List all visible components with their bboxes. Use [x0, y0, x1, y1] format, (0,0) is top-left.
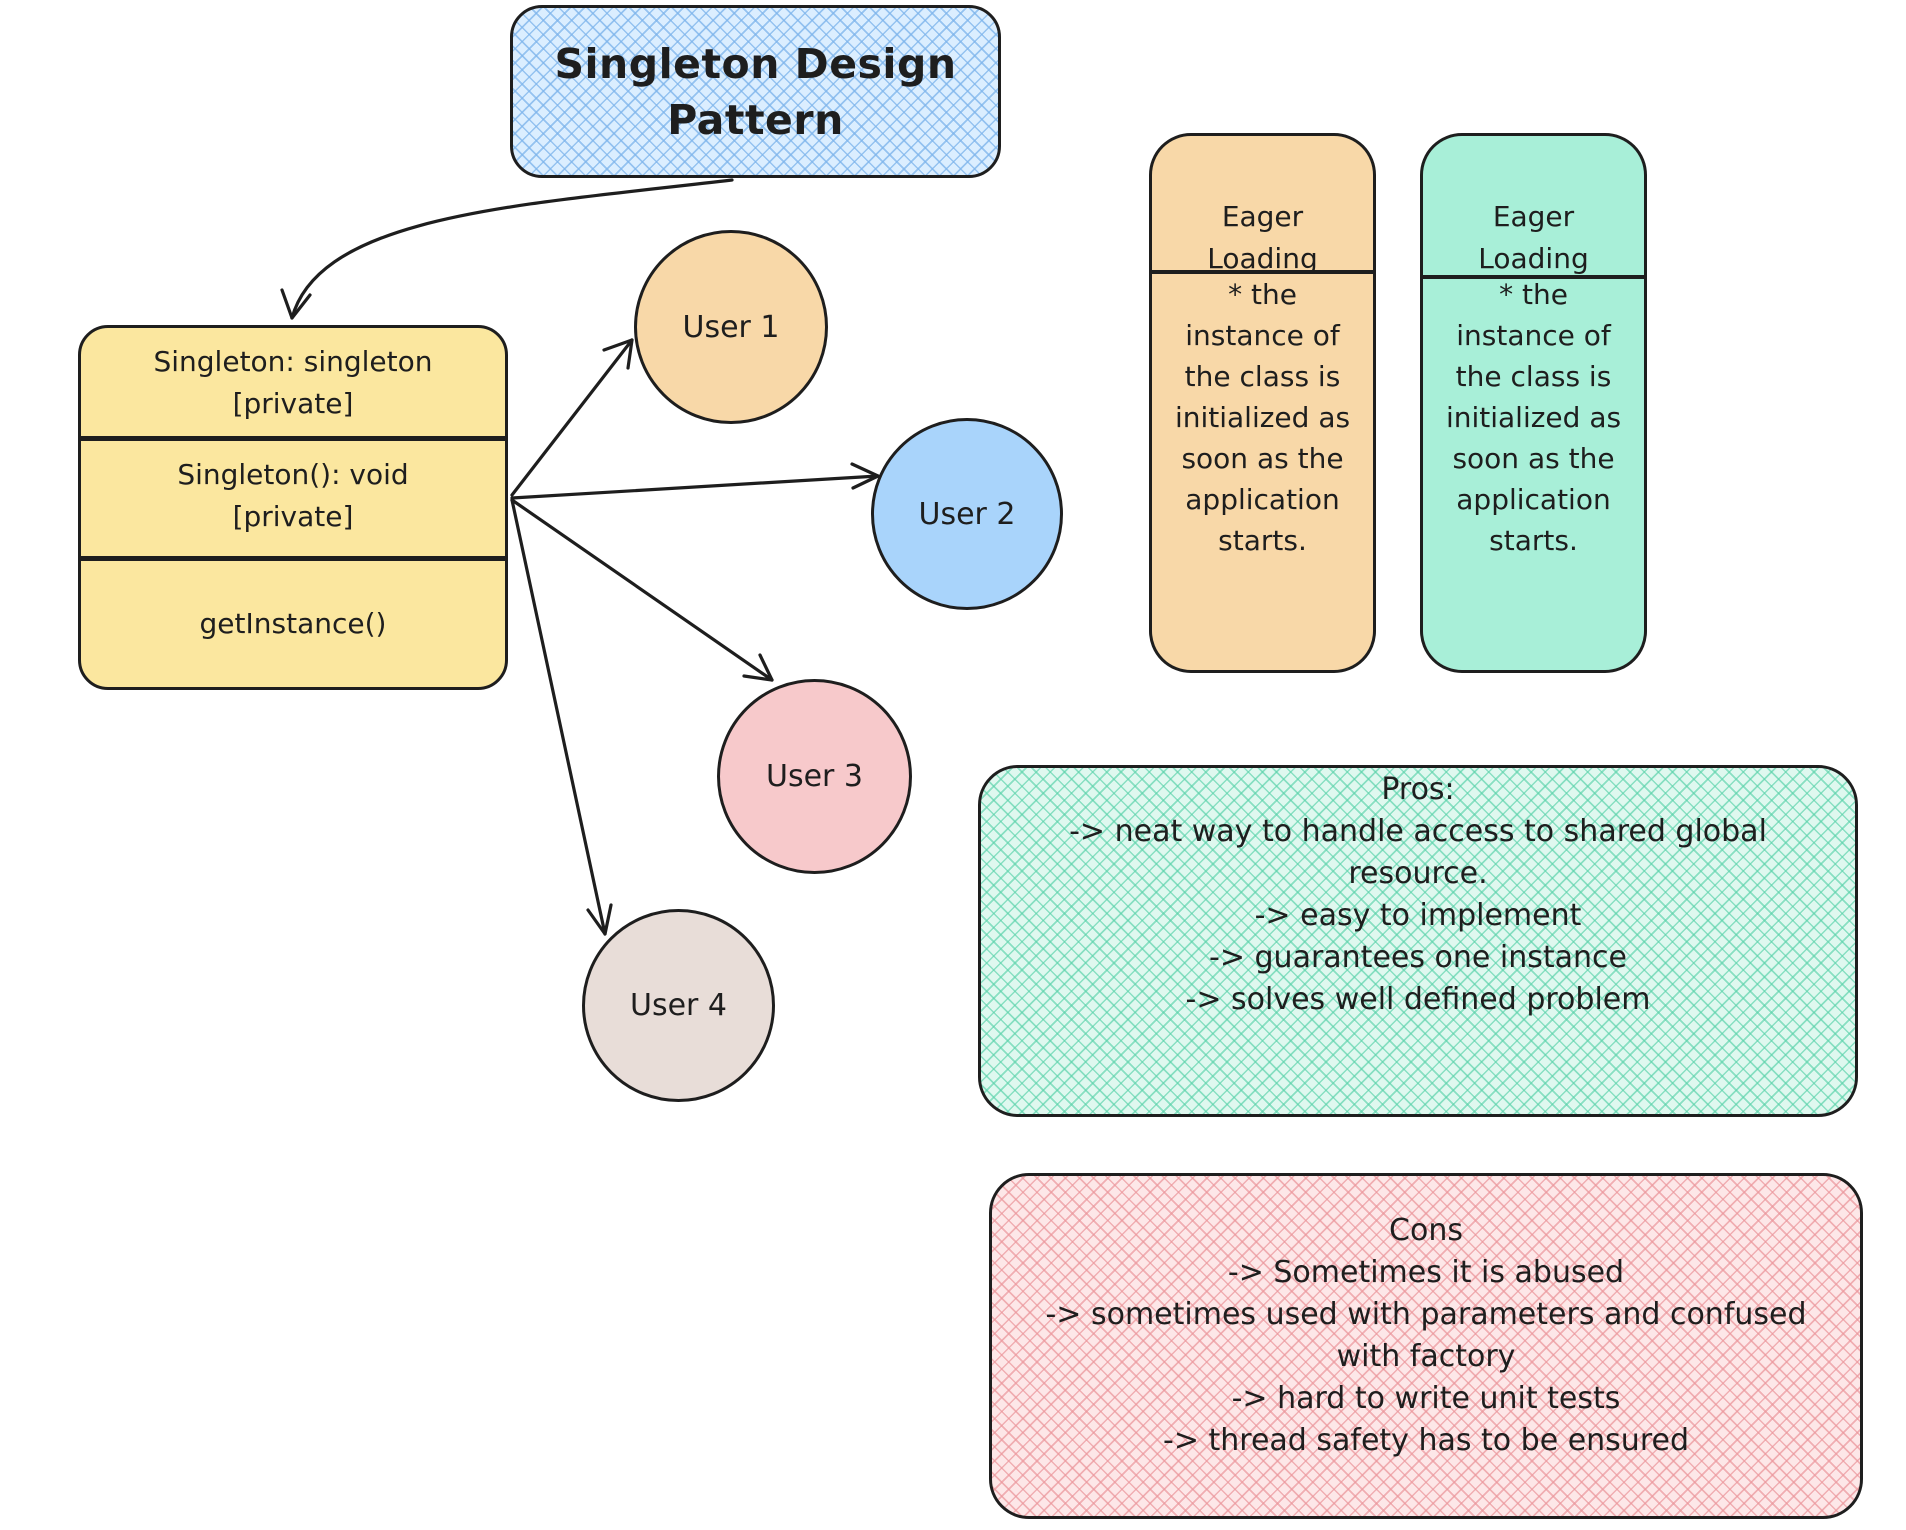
- title-line-1: Singleton Design: [554, 39, 957, 88]
- class-constructor-visibility: [private]: [232, 500, 354, 533]
- class-field-visibility: [private]: [232, 387, 354, 420]
- eager-card-1-body-line-6: application: [1185, 483, 1340, 516]
- class-constructor-name: Singleton(): void: [177, 458, 409, 491]
- pros-line-1: -> neat way to handle access to shared g…: [1069, 814, 1767, 849]
- cons-note: Cons -> Sometimes it is abused -> someti…: [989, 1173, 1863, 1519]
- eager-card-1-header-line-2: Loading: [1207, 242, 1318, 275]
- class-divider-1: [81, 436, 505, 441]
- arrow-title-to-class: [290, 178, 734, 320]
- cons-line-3: with factory: [1336, 1339, 1516, 1374]
- class-method-section: getInstance(): [81, 561, 505, 687]
- eager-card-1-header-line-1: Eager: [1221, 200, 1304, 233]
- pros-note: Pros: -> neat way to handle access to sh…: [978, 765, 1858, 1117]
- user-4-label: User 4: [629, 988, 727, 1023]
- eager-loading-card-1: Eager Loading * the instance of the clas…: [1149, 133, 1376, 673]
- eager-card-1-body-line-1: * the: [1228, 278, 1297, 311]
- pros-line-2: resource.: [1348, 856, 1488, 891]
- user-4-node: User 4: [582, 909, 775, 1102]
- cons-heading: Cons: [1389, 1213, 1463, 1248]
- arrow-class-to-user-3: [510, 498, 774, 682]
- eager-card-2-body-line-5: soon as the: [1452, 442, 1615, 475]
- eager-card-1-body-line-3: the class is: [1184, 360, 1341, 393]
- arrow-class-to-user-2: [510, 474, 880, 500]
- title-line-2: Pattern: [667, 95, 844, 144]
- eager-card-1-body-line-4: initialized as: [1174, 401, 1351, 434]
- class-divider-2: [81, 556, 505, 561]
- eager-card-2-body-line-3: the class is: [1455, 360, 1612, 393]
- class-field-name: Singleton: singleton: [153, 345, 433, 378]
- eager-card-2-body-line-7: starts.: [1489, 524, 1578, 557]
- eager-card-1-body: * the instance of the class is initializ…: [1158, 274, 1367, 561]
- eager-card-2-body-line-6: application: [1456, 483, 1611, 516]
- eager-card-2-divider: [1423, 275, 1644, 279]
- eager-loading-card-2: Eager Loading * the instance of the clas…: [1420, 133, 1647, 673]
- class-field-section: Singleton: singleton [private]: [81, 328, 505, 438]
- arrowhead-class-to-user-1: [602, 338, 634, 370]
- class-constructor-section: Singleton(): void [private]: [81, 441, 505, 551]
- singleton-class-box: Singleton: singleton [private] Singleton…: [78, 325, 508, 690]
- pros-line-4: -> guarantees one instance: [1209, 940, 1627, 975]
- pros-heading: Pros:: [1381, 772, 1455, 807]
- eager-card-2-header-line-2: Loading: [1478, 242, 1589, 275]
- arrow-class-to-user-1: [510, 338, 634, 497]
- eager-card-1-header: Eager Loading: [1152, 196, 1373, 280]
- arrowhead-class-to-user-3: [742, 653, 774, 682]
- class-method-name: getInstance(): [199, 607, 387, 640]
- cons-line-1: -> Sometimes it is abused: [1227, 1255, 1625, 1290]
- user-1-node: User 1: [634, 230, 828, 424]
- eager-card-2-body-line-2: instance of: [1456, 319, 1611, 352]
- cons-text: Cons -> Sometimes it is abused -> someti…: [1045, 1210, 1806, 1462]
- user-1-label: User 1: [682, 309, 780, 345]
- pros-line-3: -> easy to implement: [1254, 898, 1582, 933]
- user-2-node: User 2: [871, 418, 1063, 610]
- cons-line-5: -> thread safety has to be ensured: [1163, 1423, 1689, 1458]
- eager-card-2-header: Eager Loading: [1423, 196, 1644, 280]
- eager-card-2-body-line-4: initialized as: [1445, 401, 1622, 434]
- pros-text: Pros: -> neat way to handle access to sh…: [1069, 769, 1767, 1021]
- eager-card-1-body-line-5: soon as the: [1181, 442, 1344, 475]
- arrowhead-class-to-user-4: [586, 903, 613, 936]
- pros-line-5: -> solves well defined problem: [1185, 982, 1651, 1017]
- eager-card-2-header-line-1: Eager: [1492, 200, 1575, 233]
- eager-card-2-body-line-1: * the: [1499, 278, 1568, 311]
- eager-card-2-body: * the instance of the class is initializ…: [1429, 274, 1638, 561]
- arrow-class-to-user-4: [510, 498, 607, 936]
- cons-line-4: -> hard to write unit tests: [1231, 1381, 1621, 1416]
- user-2-label: User 2: [918, 496, 1016, 532]
- eager-card-1-body-line-2: instance of: [1185, 319, 1340, 352]
- user-3-node: User 3: [717, 679, 912, 874]
- title-box: Singleton Design Pattern: [510, 5, 1001, 178]
- eager-card-1-body-line-7: starts.: [1218, 524, 1307, 557]
- arrowhead-title-to-class: [280, 288, 312, 320]
- user-3-label: User 3: [765, 759, 863, 794]
- cons-line-2: -> sometimes used with parameters and co…: [1045, 1297, 1807, 1332]
- eager-card-1-divider: [1152, 270, 1373, 274]
